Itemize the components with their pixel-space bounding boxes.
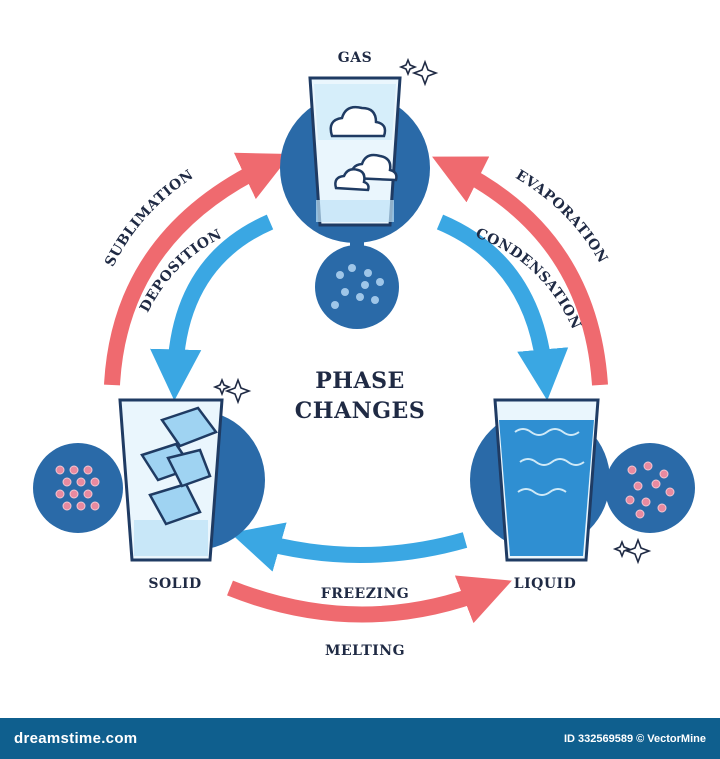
sparkle-icon: [398, 57, 439, 87]
evaporation-arrow: [432, 156, 608, 386]
condensation-arrow: [436, 214, 569, 401]
ice-cube-icon: [140, 406, 218, 526]
freezing-label: FREEZING: [321, 586, 410, 602]
wave-icon: [514, 428, 585, 496]
solid-state: SOLID: [33, 377, 265, 592]
site-name[interactable]: dreamstime.com: [14, 730, 138, 747]
freezing-arrow: [230, 522, 468, 572]
liquid-molecules: [625, 461, 675, 519]
gas-label: GAS: [338, 50, 372, 66]
sparkle-icon: [212, 377, 252, 405]
sparkle-icon: [612, 537, 652, 565]
footer-bar: dreamstime.com ID 332569589 © VectorMine: [0, 718, 720, 759]
image-credit: ID 332569589 © VectorMine: [563, 732, 706, 745]
solid-label: SOLID: [148, 576, 201, 592]
gas-state: GAS: [280, 50, 439, 329]
deposition-arrow: [150, 214, 274, 401]
melting-arrow: [227, 575, 512, 624]
water-fill: [499, 420, 594, 556]
melting-label: MELTING: [325, 643, 405, 659]
cloud-icon: [329, 105, 398, 192]
sublimation-arrow: [104, 152, 292, 386]
liquid-state: LIQUID: [470, 398, 695, 592]
title-line-2: CHANGES: [295, 398, 425, 424]
title-line-1: PHASE: [315, 368, 405, 394]
liquid-label: LIQUID: [514, 576, 577, 592]
solid-molecules: [55, 465, 100, 511]
gas-molecules: [331, 264, 384, 309]
